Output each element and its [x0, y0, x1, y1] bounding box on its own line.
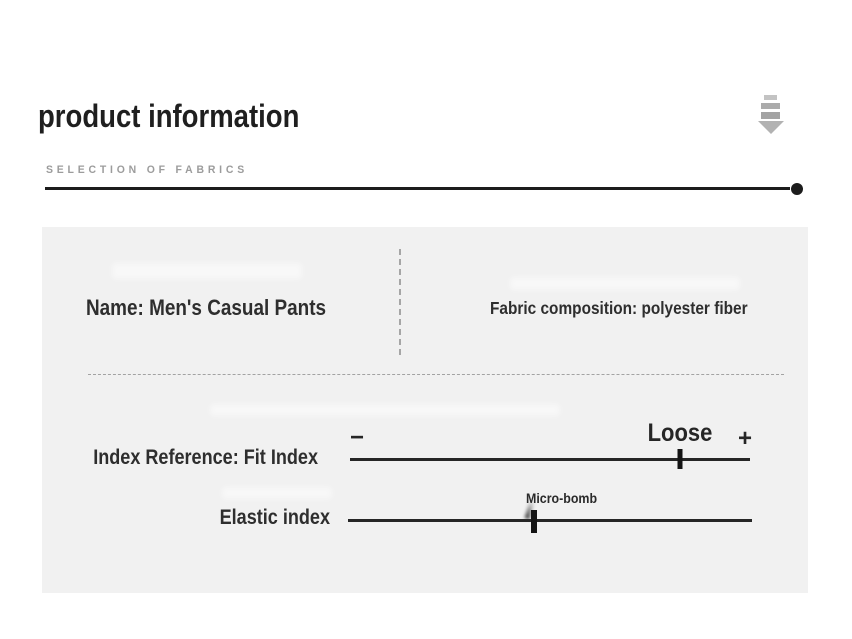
fit-index-slider-track: − + Loose — [350, 419, 752, 469]
ghost-artifact — [510, 277, 740, 290]
fabric-composition: Fabric composition: polyester fiber — [490, 298, 748, 318]
section-label: SELECTION OF FABRICS — [46, 164, 248, 176]
arrow-bar — [764, 95, 777, 100]
vertical-dashed-divider — [399, 249, 401, 355]
divider-end-dot — [791, 183, 803, 195]
product-info-panel: Name: Men's Casual Pants Fabric composit… — [42, 227, 808, 593]
elastic-index-slider-marker[interactable] — [530, 510, 537, 533]
divider-line — [45, 187, 790, 190]
fit-index-value-caption: Loose — [647, 419, 713, 447]
elastic-index-label: Elastic index — [219, 506, 330, 529]
page-title: product information — [38, 98, 300, 134]
elastic-index-slider-track: Micro-bomb — [348, 491, 752, 533]
elastic-index-value-caption: Micro-bomb — [525, 491, 597, 506]
fit-index-label: Index Reference: Fit Index — [93, 446, 318, 469]
ghost-artifact — [210, 404, 560, 416]
arrow-head — [757, 121, 784, 134]
product-name: Name: Men's Casual Pants — [86, 295, 327, 320]
arrow-bar — [761, 103, 780, 109]
ghost-artifact — [112, 263, 302, 279]
ghost-artifact — [222, 487, 332, 499]
plus-endpoint: + — [737, 425, 752, 452]
minus-endpoint: − — [350, 424, 365, 451]
fit-index-slider-marker[interactable] — [677, 449, 683, 469]
scroll-down-arrow-icon[interactable] — [757, 95, 784, 134]
horizontal-dashed-divider — [88, 374, 784, 375]
arrow-bar — [761, 112, 780, 119]
